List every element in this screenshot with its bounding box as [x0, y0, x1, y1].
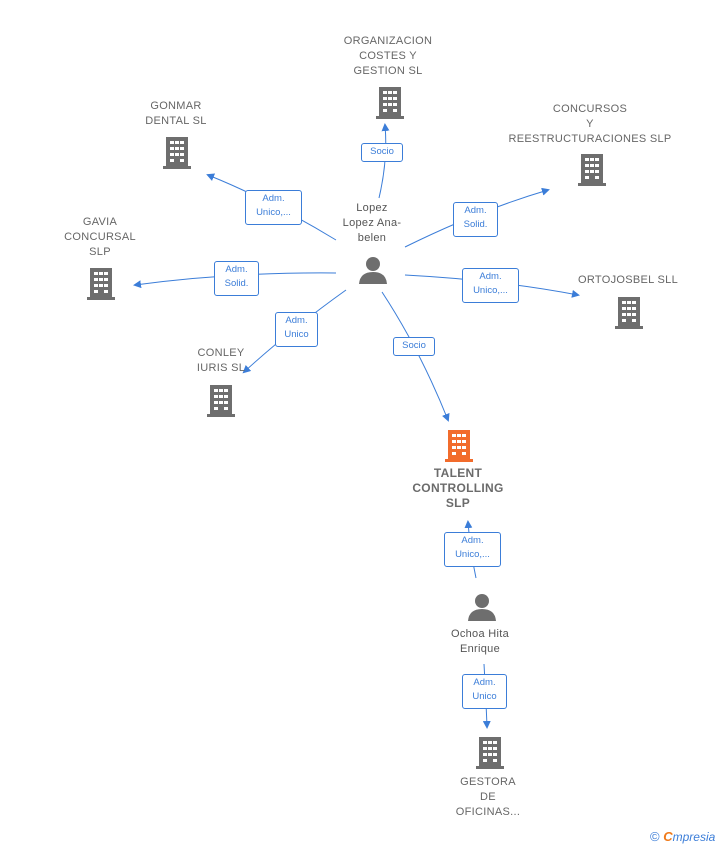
building-icon-concursos[interactable] [577, 152, 607, 186]
edge-label-adm-gonmar: Adm. Unico,... [245, 190, 302, 225]
edge-label-adm-concursos: Adm. Solid. [453, 202, 498, 237]
node-label-ortojosbel[interactable]: ORTOJOSBEL SLL [578, 274, 678, 286]
edge-label-adm-gestora: Adm. Unico [462, 674, 507, 709]
person-icon-lopez[interactable] [358, 255, 388, 285]
node-label-concursos[interactable]: CONCURSOS Y REESTRUCTURACIONES SLP [508, 103, 672, 145]
person-label-ochoa[interactable]: Ochoa Hita Enrique [450, 628, 510, 655]
person-label-lopez[interactable]: Lopez Lopez Ana- belen [342, 202, 402, 244]
building-icon-gestora[interactable] [475, 735, 505, 769]
edge-label-adm-gavia: Adm. Solid. [214, 261, 259, 296]
node-label-gestora[interactable]: GESTORA DE OFICINAS... [455, 776, 521, 818]
building-icon-conley[interactable] [206, 383, 236, 417]
brand-logo-letter: C [663, 829, 673, 844]
building-icon-gavia[interactable] [86, 266, 116, 300]
edge-label-adm-ortojosbel: Adm. Unico,... [462, 268, 519, 303]
edge-label-adm-conley: Adm. Unico [275, 312, 318, 347]
edge-label-socio-organizacion: Socio [361, 143, 403, 162]
node-label-gonmar[interactable]: GONMAR DENTAL SL [145, 100, 207, 127]
edge-label-adm-talent: Adm. Unico,... [444, 532, 501, 567]
building-icon-talent[interactable] [444, 428, 474, 462]
brand-logo-text: mpresia [672, 830, 716, 844]
edge-lopez-talent [381, 291, 450, 422]
node-label-organizacion[interactable]: ORGANIZACION COSTES Y GESTION SL [343, 35, 433, 77]
footer-brand: © Cmpresia [650, 829, 715, 844]
building-icon-gonmar[interactable] [162, 135, 192, 169]
person-icon-ochoa[interactable] [467, 592, 497, 622]
copyright-symbol: © [650, 829, 660, 844]
node-label-talent[interactable]: TALENT CONTROLLING SLP [412, 466, 504, 510]
edge-label-socio-talent: Socio [393, 337, 435, 356]
building-icon-ortojosbel[interactable] [614, 295, 644, 329]
node-label-gavia[interactable]: GAVIA CONCURSAL SLP [64, 216, 136, 258]
building-icon-organizacion[interactable] [375, 85, 405, 119]
node-label-conley[interactable]: CONLEY IURIS SL [196, 347, 246, 374]
